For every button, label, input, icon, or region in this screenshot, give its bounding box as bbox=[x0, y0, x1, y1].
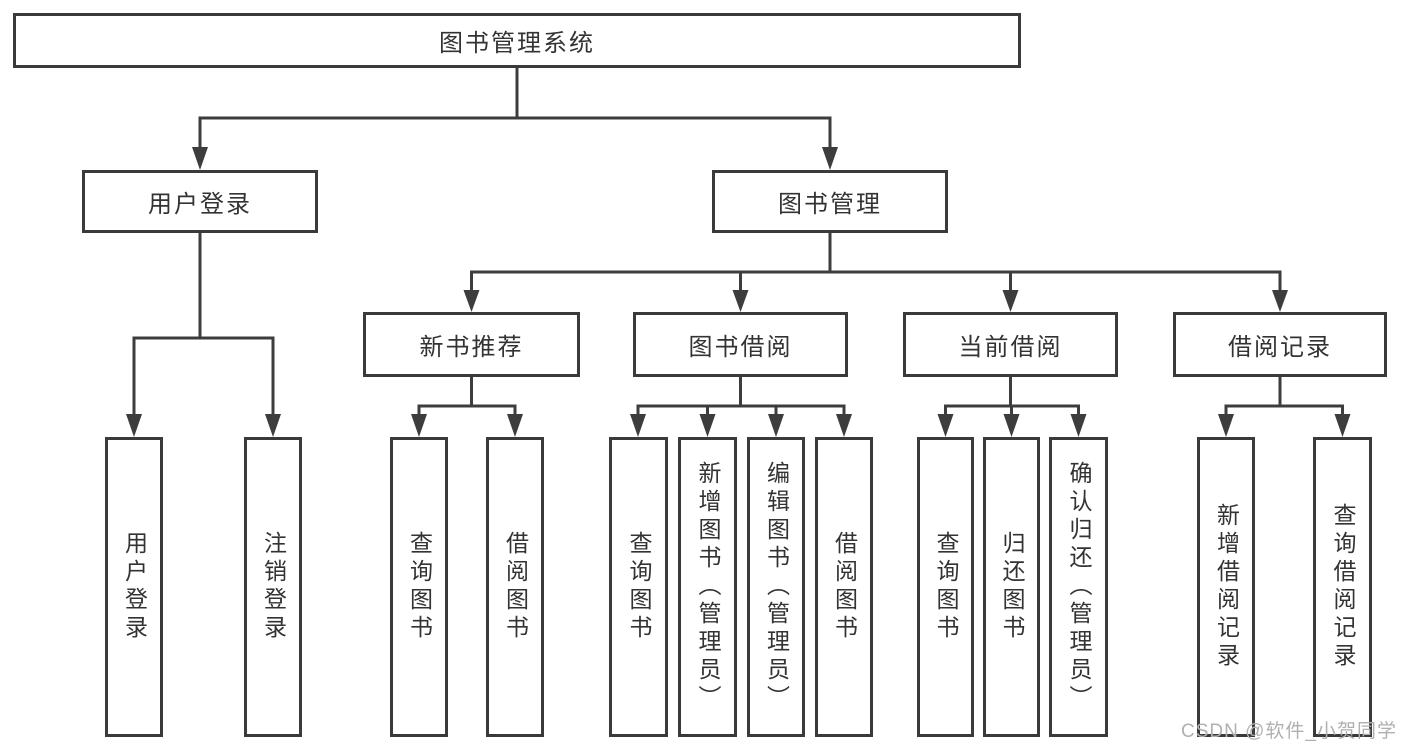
leaf-add-borrow-record: 新增借阅记录 bbox=[1197, 437, 1255, 737]
leaf-label: 用户登录 bbox=[121, 531, 148, 643]
node-library-management-system: 图书管理系统 bbox=[13, 13, 1021, 68]
leaf-edit-books-admin: 编辑图书（管理员） bbox=[747, 437, 805, 737]
node-book-borrow: 图书借阅 bbox=[633, 312, 848, 377]
leaf-label: 查询图书 bbox=[933, 531, 959, 643]
leaf-logout: 注销登录 bbox=[244, 437, 302, 737]
leaf-label: 新增借阅记录 bbox=[1213, 503, 1240, 671]
leaf-label: 归还图书 bbox=[999, 531, 1025, 643]
node-label: 图书管理 bbox=[778, 191, 882, 218]
csdn-watermark: CSDN @软件_小贺同学 bbox=[1181, 721, 1397, 742]
leaf-query-books-borrow: 查询图书 bbox=[609, 437, 668, 737]
node-current-borrow: 当前借阅 bbox=[903, 312, 1118, 377]
leaf-add-books-admin: 新增图书（管理员） bbox=[678, 437, 737, 737]
leaf-query-books-recommend: 查询图书 bbox=[390, 437, 448, 737]
leaf-confirm-return-admin: 确认归还（管理员） bbox=[1049, 437, 1108, 737]
node-label: 当前借阅 bbox=[958, 334, 1063, 361]
node-label: 图书借阅 bbox=[688, 334, 793, 361]
leaf-borrow-books: 借阅图书 bbox=[815, 437, 873, 737]
node-new-book-recommend: 新书推荐 bbox=[363, 312, 580, 377]
leaf-label: 编辑图书（管理员） bbox=[763, 461, 790, 713]
leaf-user-login: 用户登录 bbox=[105, 437, 163, 737]
leaf-label: 注销登录 bbox=[260, 531, 287, 643]
leaf-label: 查询借阅记录 bbox=[1330, 503, 1356, 671]
leaf-query-borrow-record: 查询借阅记录 bbox=[1313, 437, 1372, 737]
leaf-borrow-books-recommend: 借阅图书 bbox=[486, 437, 544, 737]
node-label: 用户登录 bbox=[148, 191, 252, 218]
node-label: 新书推荐 bbox=[419, 334, 524, 361]
node-borrow-records: 借阅记录 bbox=[1173, 312, 1387, 377]
node-book-management: 图书管理 bbox=[712, 170, 948, 233]
leaf-return-books: 归还图书 bbox=[983, 437, 1040, 737]
leaf-label: 确认归还（管理员） bbox=[1066, 461, 1092, 713]
leaf-label: 新增图书（管理员） bbox=[695, 461, 721, 713]
node-label: 图书管理系统 bbox=[439, 30, 595, 57]
leaf-label: 借阅图书 bbox=[831, 531, 858, 643]
leaf-label: 查询图书 bbox=[406, 531, 433, 643]
node-label: 借阅记录 bbox=[1228, 334, 1332, 361]
leaf-label: 借阅图书 bbox=[502, 531, 529, 643]
leaf-label: 查询图书 bbox=[626, 531, 652, 643]
leaf-query-books-current: 查询图书 bbox=[917, 437, 974, 737]
node-user-login: 用户登录 bbox=[82, 170, 318, 233]
